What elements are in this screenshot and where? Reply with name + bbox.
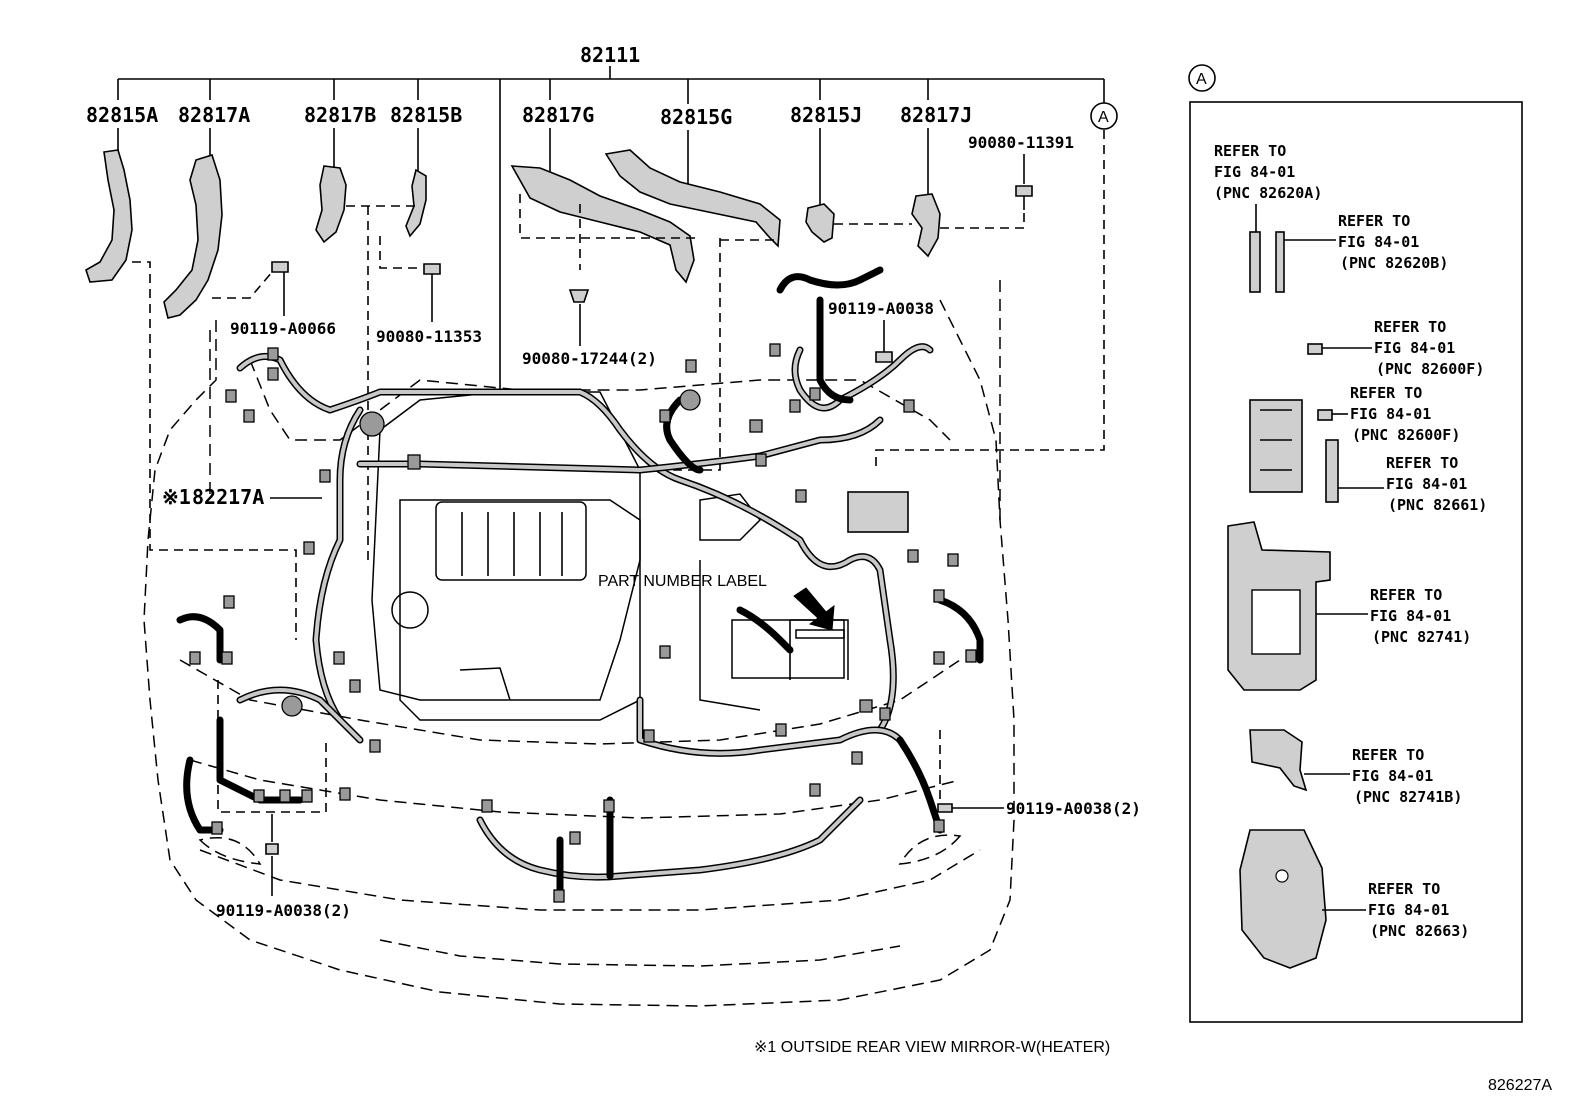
callout-a: A: [1090, 102, 1118, 130]
ref-82741-line2: FIG 84-01: [1370, 607, 1451, 625]
part-82817A-label: 82817A: [178, 103, 250, 127]
fastener-90119-A0038-left: 90119-A0038(2): [216, 680, 351, 920]
fastener-90080-17244: 90080-17244(2): [522, 289, 657, 368]
ref-82620B-line3: (PNC 82620B): [1340, 254, 1448, 272]
ref-82620A-line3: (PNC 82620A): [1214, 184, 1322, 202]
main-wire-harness: [176, 266, 984, 896]
part-82815G-label: 82815G: [660, 105, 732, 129]
ref-82661-line1: REFER TO: [1386, 454, 1458, 472]
part-82817J-label: 82817J: [900, 103, 972, 127]
fastener-90119-A0066-label: 90119-A0066: [230, 319, 336, 338]
inset-ref-82663: REFER TO FIG 84-01 (PNC 82663): [1239, 829, 1469, 969]
fastener-90080-11353: 90080-11353: [376, 263, 482, 346]
ref-82600F-a-line1: REFER TO: [1374, 318, 1446, 336]
protector-82815G: [604, 149, 781, 248]
ref-82741B-line2: FIG 84-01: [1352, 767, 1433, 785]
ref-82620A-line2: FIG 84-01: [1214, 163, 1295, 181]
fastener-90119-A0038-right: 90119-A0038(2): [937, 730, 1141, 818]
main-part-label: 82111: [580, 43, 640, 67]
fastener-90119-A0038-left-label: 90119-A0038(2): [216, 901, 351, 920]
footnote: ※1 OUTSIDE REAR VIEW MIRROR-W(HEATER): [754, 1039, 1110, 1056]
ref-82600F-b-line3: (PNC 82600F): [1352, 426, 1460, 444]
main-part-bracket: 82111: [117, 43, 1105, 392]
ref-82661-line2: FIG 84-01: [1386, 475, 1467, 493]
protector-82815J: [805, 203, 835, 243]
part-leaders: [117, 128, 929, 210]
mirror-part-mark: ※1: [162, 485, 191, 509]
mirror-part-number: 82217A: [192, 485, 264, 509]
ref-82663-line1: REFER TO: [1368, 880, 1440, 898]
inset-ref-82661: REFER TO FIG 84-01 (PNC 82661): [1325, 439, 1487, 514]
inset-ref-82741B: REFER TO FIG 84-01 (PNC 82741B): [1249, 729, 1462, 806]
ref-82600F-b-line2: FIG 84-01: [1350, 405, 1431, 423]
ref-82741B-line3: (PNC 82741B): [1354, 788, 1462, 806]
fastener-90080-11391-label: 90080-11391: [968, 133, 1074, 152]
fastener-90119-A0066: 90119-A0066: [230, 261, 336, 338]
connectors: [189, 343, 977, 903]
part-82817B-label: 82817B: [304, 103, 376, 127]
protector-82817A: [163, 153, 223, 319]
mirror-harness-part: ※1 82217A: [162, 485, 322, 509]
engine-cover: [371, 391, 641, 721]
fastener-90119-A0038: 90119-A0038: [828, 299, 934, 363]
ref-82663-line2: FIG 84-01: [1368, 901, 1449, 919]
fastener-90080-11391: 90080-11391: [968, 133, 1074, 210]
fastener-90080-11353-label: 90080-11353: [376, 327, 482, 346]
protector-dash-leaders: [132, 130, 1105, 640]
ref-82663-line3: (PNC 82663): [1370, 922, 1469, 940]
ref-82600F-a-line3: (PNC 82600F): [1376, 360, 1484, 378]
protector-82817G: [510, 165, 695, 284]
protector-82815A: [85, 149, 133, 283]
ref-82600F-b-line1: REFER TO: [1350, 384, 1422, 402]
protector-82817J: [911, 193, 941, 258]
fastener-90080-17244-label: 90080-17244(2): [522, 349, 657, 368]
inset-ref-82741: REFER TO FIG 84-01 (PNC 82741): [1227, 521, 1471, 691]
figure-id: 826227A: [1488, 1077, 1552, 1094]
ref-82620A-line1: REFER TO: [1214, 142, 1286, 160]
part-82817G-label: 82817G: [522, 103, 594, 127]
ref-82600F-a-line2: FIG 84-01: [1374, 339, 1455, 357]
part-number-label-callout: PART NUMBER LABEL: [598, 573, 845, 639]
battery-area: [699, 491, 909, 711]
ref-82741-line1: REFER TO: [1370, 586, 1442, 604]
ref-82661-line3: (PNC 82661): [1388, 496, 1487, 514]
inset-panel-a: A REFER TO FIG 84-01 (PNC 82620A) REFER …: [1188, 64, 1523, 1023]
inset-ref-82620B: REFER TO FIG 84-01 (PNC 82620B): [1275, 212, 1448, 293]
part-82815B-label: 82815B: [390, 103, 462, 127]
inset-header-letter: A: [1196, 71, 1207, 88]
fastener-90119-A0038-label: 90119-A0038: [828, 299, 934, 318]
part-82815J-label: 82815J: [790, 103, 862, 127]
inset-ref-82600F-b: REFER TO FIG 84-01 (PNC 82600F): [1249, 384, 1460, 493]
fastener-90119-A0038-right-label: 90119-A0038(2): [1006, 799, 1141, 818]
ref-82741-line3: (PNC 82741): [1372, 628, 1471, 646]
inset-ref-82600F-a: REFER TO FIG 84-01 (PNC 82600F): [1307, 318, 1484, 378]
protector-82817B: [315, 165, 347, 244]
ref-82620B-line1: REFER TO: [1338, 212, 1410, 230]
protector-82815B: [405, 168, 427, 238]
part-82815A-label: 82815A: [86, 103, 158, 127]
ref-82620B-line2: FIG 84-01: [1338, 233, 1419, 251]
callout-a-letter: A: [1098, 109, 1109, 126]
ref-82741B-line1: REFER TO: [1352, 746, 1424, 764]
inset-ref-82620A: REFER TO FIG 84-01 (PNC 82620A): [1214, 142, 1322, 293]
part-number-label-text: PART NUMBER LABEL: [598, 573, 767, 590]
